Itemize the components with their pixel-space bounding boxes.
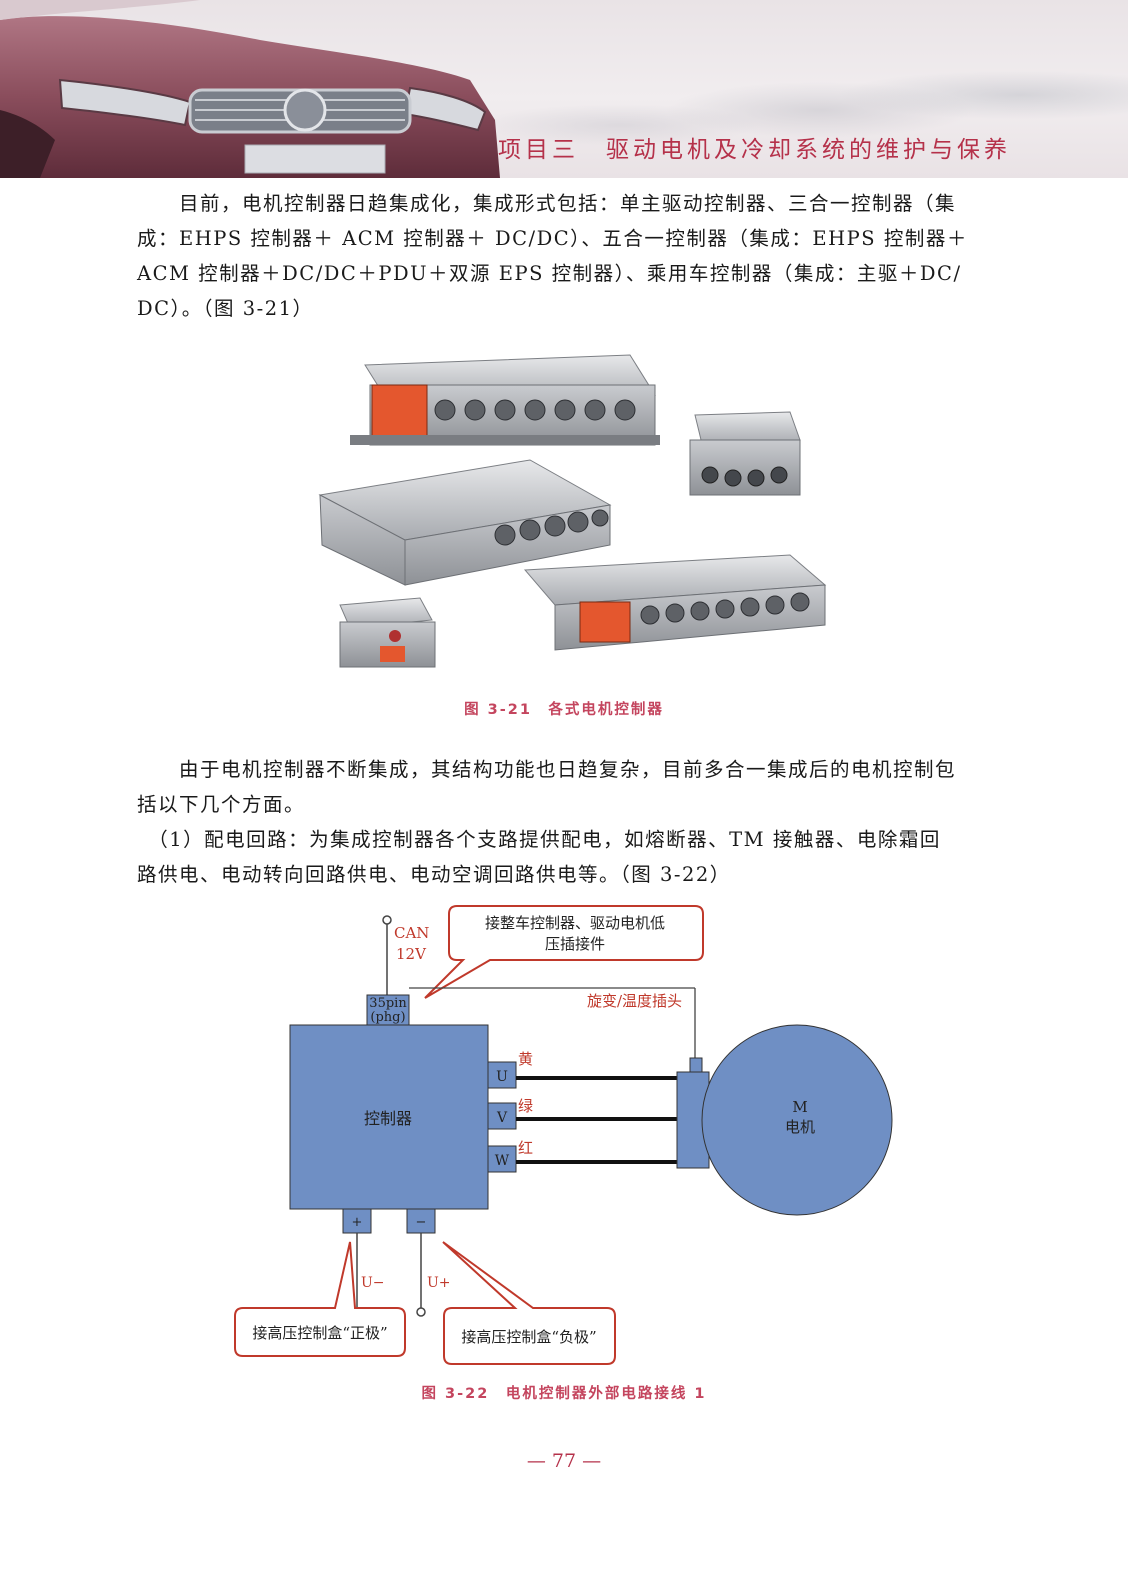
controller-unit-small-left [339, 597, 436, 668]
minus-sign: − [416, 1215, 427, 1230]
controller-unit-small-right [689, 411, 801, 496]
callout-top [424, 905, 704, 999]
callout-negative [442, 1241, 616, 1365]
controller-box [289, 1024, 489, 1210]
figure-caption-3-21: 图 3-21 各式电机控制器 [464, 702, 664, 718]
text-line: 成：EHPS 控制器＋ ACM 控制器＋ DC/DC）、五合一控制器（集成：EH… [137, 227, 968, 250]
motor-controllers-photo [318, 354, 827, 668]
figure-caption-3-22: 图 3-22 电机控制器外部电路接线 1 [421, 1386, 707, 1402]
phase-w-terminal [487, 1145, 517, 1173]
phase-v-label: V [496, 1110, 508, 1126]
wire-yellow-label: 黄 [518, 1050, 533, 1068]
controller-unit-middle [318, 459, 612, 586]
u-minus-label: U− [361, 1275, 385, 1291]
header-banner: 项目三 驱动电机及冷却系统的维护与保养 [0, 0, 1128, 178]
resolver-label: 旋变/温度插头 [587, 992, 682, 1010]
wiring-diagram: CAN 12V 接整车控制器、驱动电机低 压插接件 35pin (phg) 旋变… [234, 905, 893, 1365]
phase-u-label: U [496, 1069, 508, 1085]
paragraph-distribution-circuit: （1）配电回路：为集成控制器各个支路提供配电，如熔断器、TM 接触器、电除霜回 … [137, 822, 993, 892]
controller-unit-large-bottom [523, 554, 827, 651]
phase-v-terminal [487, 1102, 517, 1130]
resolver-plug [689, 1057, 703, 1073]
chapter-title: 项目三 驱动电机及冷却系统的维护与保养 [498, 137, 1011, 163]
motor-label: 电机 [785, 1118, 815, 1136]
text-line: （1）配电回路：为集成控制器各个支路提供配电，如熔断器、TM 接触器、电除霜回 [137, 828, 941, 851]
text-line: 路供电、电动转向回路供电、电动空调回路供电等。（图 3-22） [137, 863, 731, 886]
motor-circle [701, 1024, 893, 1216]
callout-positive [234, 1241, 406, 1357]
12v-label: 12V [396, 945, 427, 963]
text-line: ACM 控制器＋DC/DC＋PDU＋双源 EPS 控制器）、乘用车控制器（集成：… [137, 262, 962, 285]
can-label: CAN [394, 924, 429, 942]
connector-label-line1: 35pin [369, 996, 407, 1011]
page-number: — 77 — [526, 1450, 602, 1472]
text-line: 括以下几个方面。 [137, 793, 306, 816]
wire-green-label: 绿 [518, 1097, 533, 1115]
landscape-mist-decoration [420, 40, 1128, 178]
negative-terminal-node [416, 1307, 426, 1317]
car-illustration [0, 0, 500, 178]
callout-negative-text: 接高压控制盒“负极” [461, 1328, 596, 1346]
callout-top-line1: 接整车控制器、驱动电机低 [485, 914, 665, 932]
callout-top-line2: 压插接件 [545, 935, 605, 953]
motor-label-m: M [792, 1098, 807, 1116]
plus-sign: + [352, 1215, 363, 1230]
text-line: 目前，电机控制器日趋集成化，集成形式包括：单主驱动控制器、三合一控制器（集 [137, 192, 957, 215]
connector-label-line2: (phg) [370, 1010, 405, 1025]
phase-w-label: W [495, 1153, 510, 1169]
paragraph-integration: 由于电机控制器不断集成，其结构功能也日趋复杂，目前多合一集成后的电机控制包 括以… [137, 752, 993, 822]
paragraph-intro: 目前，电机控制器日趋集成化，集成形式包括：单主驱动控制器、三合一控制器（集 成：… [137, 186, 993, 326]
callout-positive-text: 接高压控制盒“正极” [252, 1324, 387, 1342]
can-terminal [382, 915, 392, 925]
wire-red-label: 红 [518, 1139, 533, 1157]
u-plus-label: U+ [427, 1275, 451, 1291]
text-line: DC）。（图 3-21） [137, 297, 314, 320]
controller-label: 控制器 [364, 1109, 412, 1128]
text-line: 由于电机控制器不断集成，其结构功能也日趋复杂，目前多合一集成后的电机控制包 [137, 758, 957, 781]
controller-unit-large-top [350, 354, 660, 446]
phase-u-terminal [487, 1061, 517, 1089]
